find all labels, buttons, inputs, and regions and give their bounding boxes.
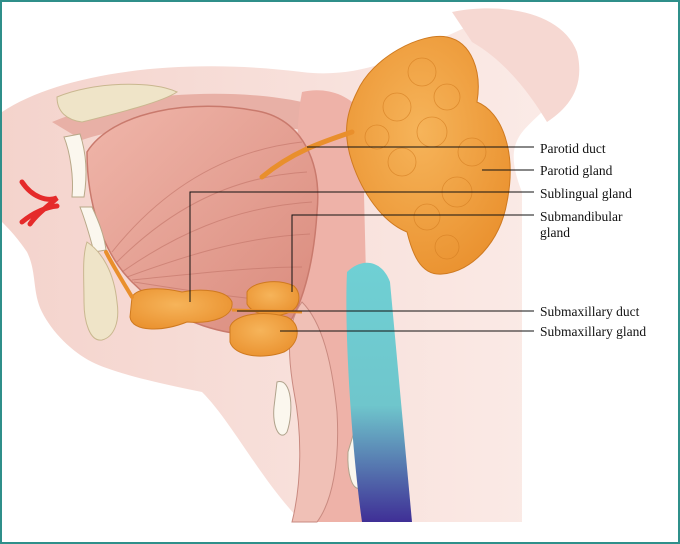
label-submandibular-gland-line2: gland (540, 225, 570, 240)
leader-submandibular-gland (291, 214, 534, 292)
label-submaxillary-gland: Submaxillary gland (540, 324, 647, 339)
sublingual-duct (104, 250, 134, 299)
scalp-shade (452, 8, 580, 122)
label-submandibular-gland-line1: Submandibular (540, 209, 623, 224)
parotid-duct (259, 129, 355, 180)
lower-teeth (79, 206, 107, 253)
leader-lines (189, 146, 534, 332)
larynx (288, 301, 339, 523)
label-sublingual-gland: Sublingual gland (540, 186, 632, 201)
maxilla-bone (56, 83, 179, 123)
tongue (86, 105, 319, 336)
upper-teeth (63, 133, 87, 198)
sublingual-gland (129, 288, 233, 330)
lips (19, 179, 60, 227)
mandible (83, 241, 119, 341)
label-parotid-duct: Parotid duct (540, 141, 606, 156)
label-submaxillary-duct: Submaxillary duct (540, 304, 640, 319)
label-parotid-gland: Parotid gland (540, 163, 613, 178)
leader-sublingual-gland (189, 191, 534, 302)
submaxillary-gland (229, 313, 298, 357)
parotid-lobules (364, 57, 487, 260)
cartilage-1 (273, 381, 292, 436)
airway (346, 262, 412, 522)
